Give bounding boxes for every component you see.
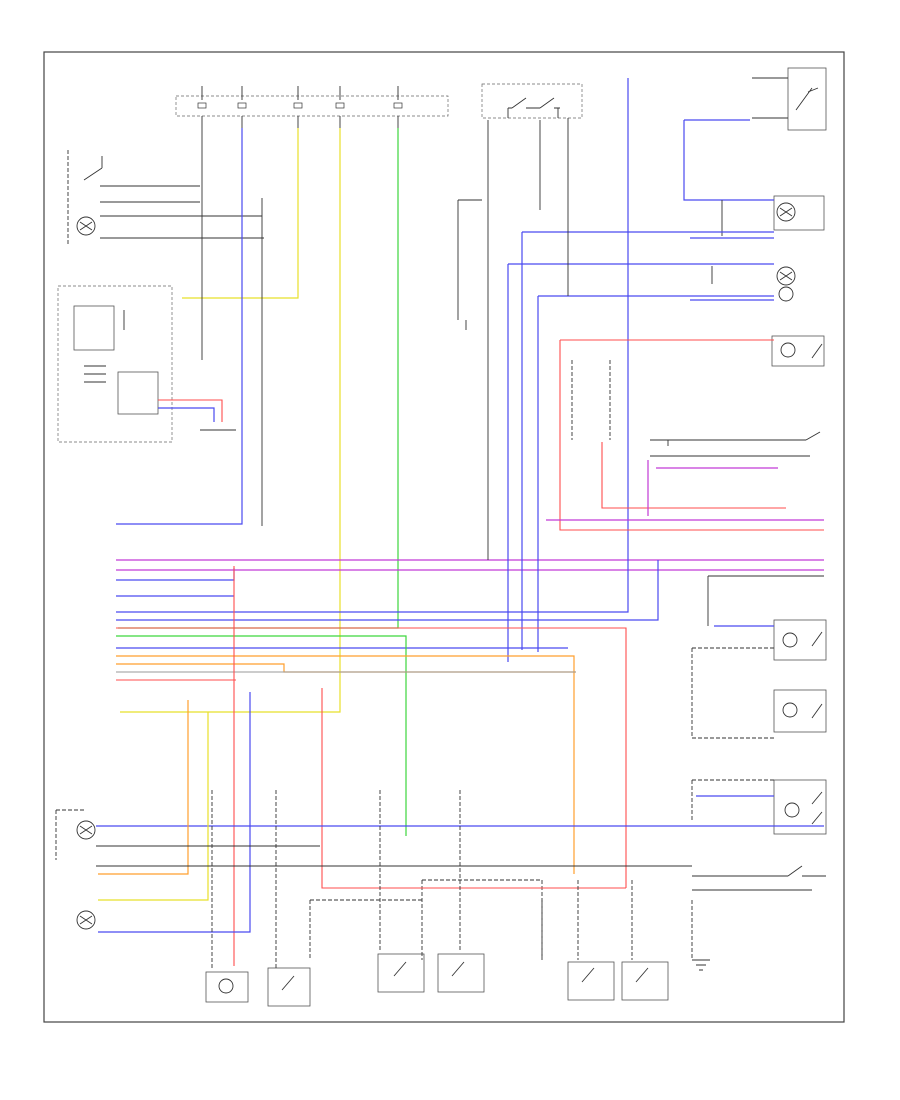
- wire-green-main: [118, 128, 399, 629]
- left-front-door-switch: [752, 67, 827, 131]
- switch-icon: [784, 431, 821, 441]
- right-rear-door-switch: [776, 266, 796, 302]
- wire-red-right: [559, 339, 824, 531]
- right-map-light: [691, 779, 827, 835]
- wire-blue-top-right: [683, 119, 774, 201]
- diagram-frame: [43, 51, 845, 1023]
- map-light: [650, 431, 821, 457]
- front-room-light: [76, 910, 96, 930]
- ground-icon: [692, 959, 710, 971]
- wire-blue-left: [116, 128, 243, 525]
- lamp-icon: [76, 216, 96, 236]
- switch-icon: [508, 97, 560, 109]
- switch-icon: [83, 156, 103, 181]
- rear-room-light: [67, 150, 264, 246]
- right-vanity-mirror-light: [773, 619, 827, 661]
- lamp-icon: [782, 632, 798, 648]
- bottom-switch-row: [267, 879, 669, 1007]
- ground-point: [691, 865, 826, 971]
- lamp-icon: [218, 978, 234, 994]
- lamp-icon: [782, 702, 798, 718]
- wire-blue-right-bus: [116, 560, 659, 621]
- lamp-icon: [780, 342, 796, 358]
- lamp-icon: [76, 820, 96, 840]
- body-control-module: [158, 399, 236, 431]
- wire-yellow-main: [182, 128, 299, 299]
- wire-yellow-long: [120, 128, 341, 713]
- left-vanity-mirror-light: [691, 647, 827, 739]
- lamp-icon: [76, 910, 96, 930]
- fuse-block: [175, 86, 449, 128]
- left-footwell-light: [205, 971, 249, 1003]
- lamp-icon: [784, 802, 800, 818]
- luggage-switch: [481, 83, 583, 119]
- fuse-icon: [197, 102, 403, 109]
- left-rear-door-switch: [773, 195, 825, 231]
- combination-meter: [57, 285, 173, 443]
- switch-icon: [795, 87, 819, 111]
- luggage-room-light: [771, 335, 825, 367]
- trunk-light: [55, 809, 96, 860]
